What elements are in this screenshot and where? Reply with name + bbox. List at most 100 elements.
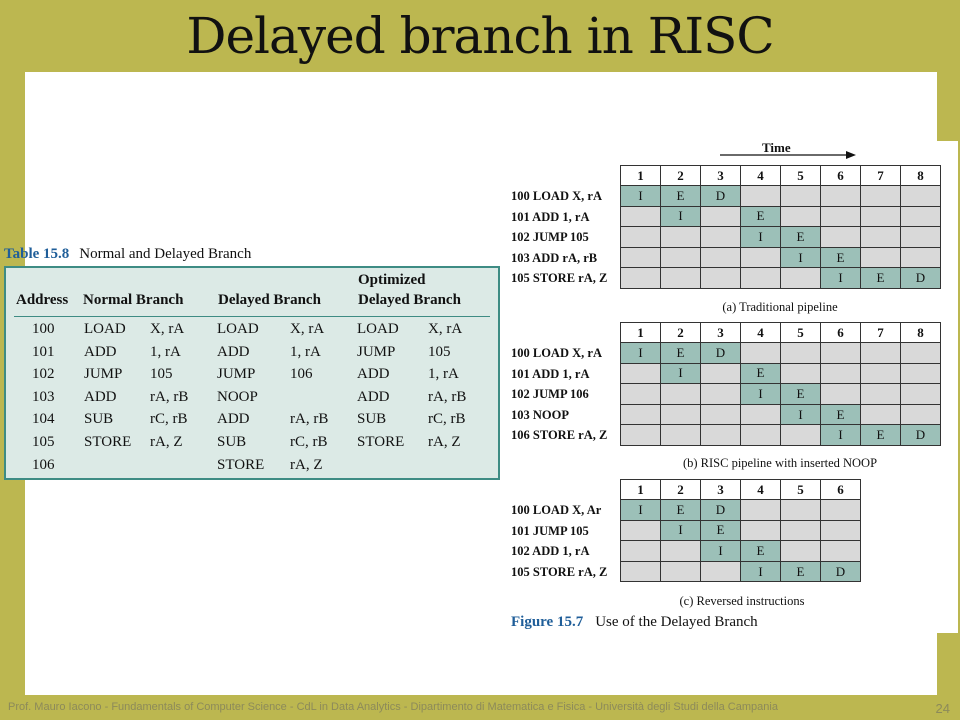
instruction-label: 103 ADD rA, rB	[511, 250, 598, 265]
instruction-label: 100 LOAD X, rA	[511, 189, 602, 203]
pipeline-empty-cell	[740, 519, 781, 542]
table-cell-delayed-args: X, rA	[290, 321, 325, 337]
pipeline-empty-cell	[820, 185, 861, 207]
time-step-cell: 1	[620, 165, 661, 186]
pipeline-empty-cell	[860, 226, 901, 248]
pipeline-empty-cell	[780, 519, 821, 542]
pipeline-empty-cell	[700, 267, 741, 289]
pipeline-empty-cell	[660, 226, 701, 248]
pipeline-stage-cell: E	[660, 185, 701, 207]
pipeline-stage-cell: I	[660, 362, 701, 385]
table-cell-address: 106	[32, 456, 55, 473]
table-cell-optimized-args: X, rA	[428, 321, 463, 337]
table-cell-delayed-op: LOAD	[217, 321, 259, 337]
time-step-cell: 7	[860, 165, 901, 186]
time-step-cell: 6	[820, 479, 861, 500]
pipeline-stage-cell: E	[660, 342, 701, 364]
table-cell-optimized-op: ADD	[357, 366, 390, 383]
diagram-caption: (a) Traditional pipeline	[722, 300, 838, 314]
pipeline-stage-cell: I	[620, 342, 661, 364]
pipeline-empty-cell	[700, 362, 741, 385]
table-cell-normal-op: LOAD	[84, 321, 126, 337]
pipeline-empty-cell	[740, 246, 781, 269]
figure-caption-text: Use of the Delayed Branch	[595, 614, 758, 630]
table-cell-optimized-args: 105	[428, 343, 451, 360]
pipeline-empty-cell	[620, 424, 661, 446]
pipeline-stage-cell: D	[820, 560, 861, 583]
pipeline-stage-cell: E	[740, 205, 781, 228]
table-caption-label: Table 15.8	[4, 246, 70, 262]
pipeline-stage-cell: I	[660, 205, 701, 228]
pipeline-empty-cell	[860, 403, 901, 426]
table-cell-delayed-args: 1, rA	[290, 343, 321, 360]
time-step-cell: 7	[860, 322, 901, 343]
pipeline-empty-cell	[900, 205, 941, 228]
table-cell-optimized-args: 1, rA	[428, 366, 459, 383]
table-cell-delayed-args: 106	[290, 366, 313, 383]
table-cell-delayed-op: NOOP	[217, 388, 258, 405]
header-normal-branch: Normal Branch	[83, 292, 184, 308]
pipeline-empty-cell	[620, 540, 661, 562]
table-cell-optimized-args: rA, Z	[428, 434, 461, 450]
pipeline-stage-cell: E	[860, 424, 901, 446]
pipeline-empty-cell	[660, 560, 701, 583]
time-step-cell: 4	[740, 479, 781, 500]
instruction-label: 103 NOOP	[511, 407, 569, 422]
pipeline-stage-cell: I	[620, 185, 661, 207]
pipeline-stage-cell: D	[700, 185, 741, 207]
instruction-label: 105 STORE rA, Z	[511, 564, 608, 579]
pipeline-empty-cell	[860, 362, 901, 385]
table-cell-address: 103	[32, 388, 55, 405]
table-cell-delayed-op: ADD	[217, 411, 250, 428]
pipeline-empty-cell	[620, 383, 661, 405]
pipeline-empty-cell	[820, 205, 861, 228]
slide-title: Delayed branch in RISC	[186, 7, 774, 65]
pipeline-empty-cell	[860, 205, 901, 228]
table-cell-optimized-args: rC, rB	[428, 411, 466, 428]
branch-table: Address Normal Branch Delayed Branch Opt…	[4, 266, 500, 480]
slide-footer: Prof. Mauro Iacono - Fundamentals of Com…	[8, 701, 778, 713]
pipeline-stage-cell: D	[900, 267, 941, 289]
time-step-cell: 3	[700, 479, 741, 500]
time-label: Time	[762, 140, 791, 155]
pipeline-empty-cell	[780, 362, 821, 385]
pipeline-stage-cell: I	[820, 424, 861, 446]
table-cell-normal-args: rA, rB	[150, 388, 189, 405]
table-cell-normal-op: STORE	[84, 434, 132, 450]
time-step-cell: 4	[740, 322, 781, 343]
pipeline-empty-cell	[820, 519, 861, 542]
instruction-label: 100 LOAD X, Ar	[511, 503, 602, 517]
table-cell-delayed-op: SUB	[217, 434, 247, 450]
instruction-label: 101 ADD 1, rA	[511, 366, 590, 381]
pipeline-stage-cell: I	[740, 560, 781, 583]
pipeline-stage-cell: I	[740, 383, 781, 405]
pipeline-empty-cell	[620, 403, 661, 426]
time-step-cell: 1	[620, 322, 661, 343]
table-cell-normal-args: rC, rB	[150, 411, 188, 428]
pipeline-empty-cell	[820, 383, 861, 405]
pipeline-empty-cell	[620, 246, 661, 269]
table-cell-delayed-op: ADD	[217, 343, 250, 360]
pipeline-empty-cell	[740, 342, 781, 364]
time-step-cell: 3	[700, 165, 741, 186]
time-step-cell: 2	[660, 479, 701, 500]
table-cell-delayed-args: rA, Z	[290, 456, 323, 473]
pipeline-stage-cell: D	[700, 499, 741, 521]
instruction-label: 101 JUMP 105	[511, 523, 589, 538]
pipeline-stage-cell: E	[780, 560, 821, 583]
time-step-cell: 4	[740, 165, 781, 186]
time-step-cell: 8	[900, 322, 941, 343]
table-cell-normal-op: JUMP	[84, 366, 123, 383]
